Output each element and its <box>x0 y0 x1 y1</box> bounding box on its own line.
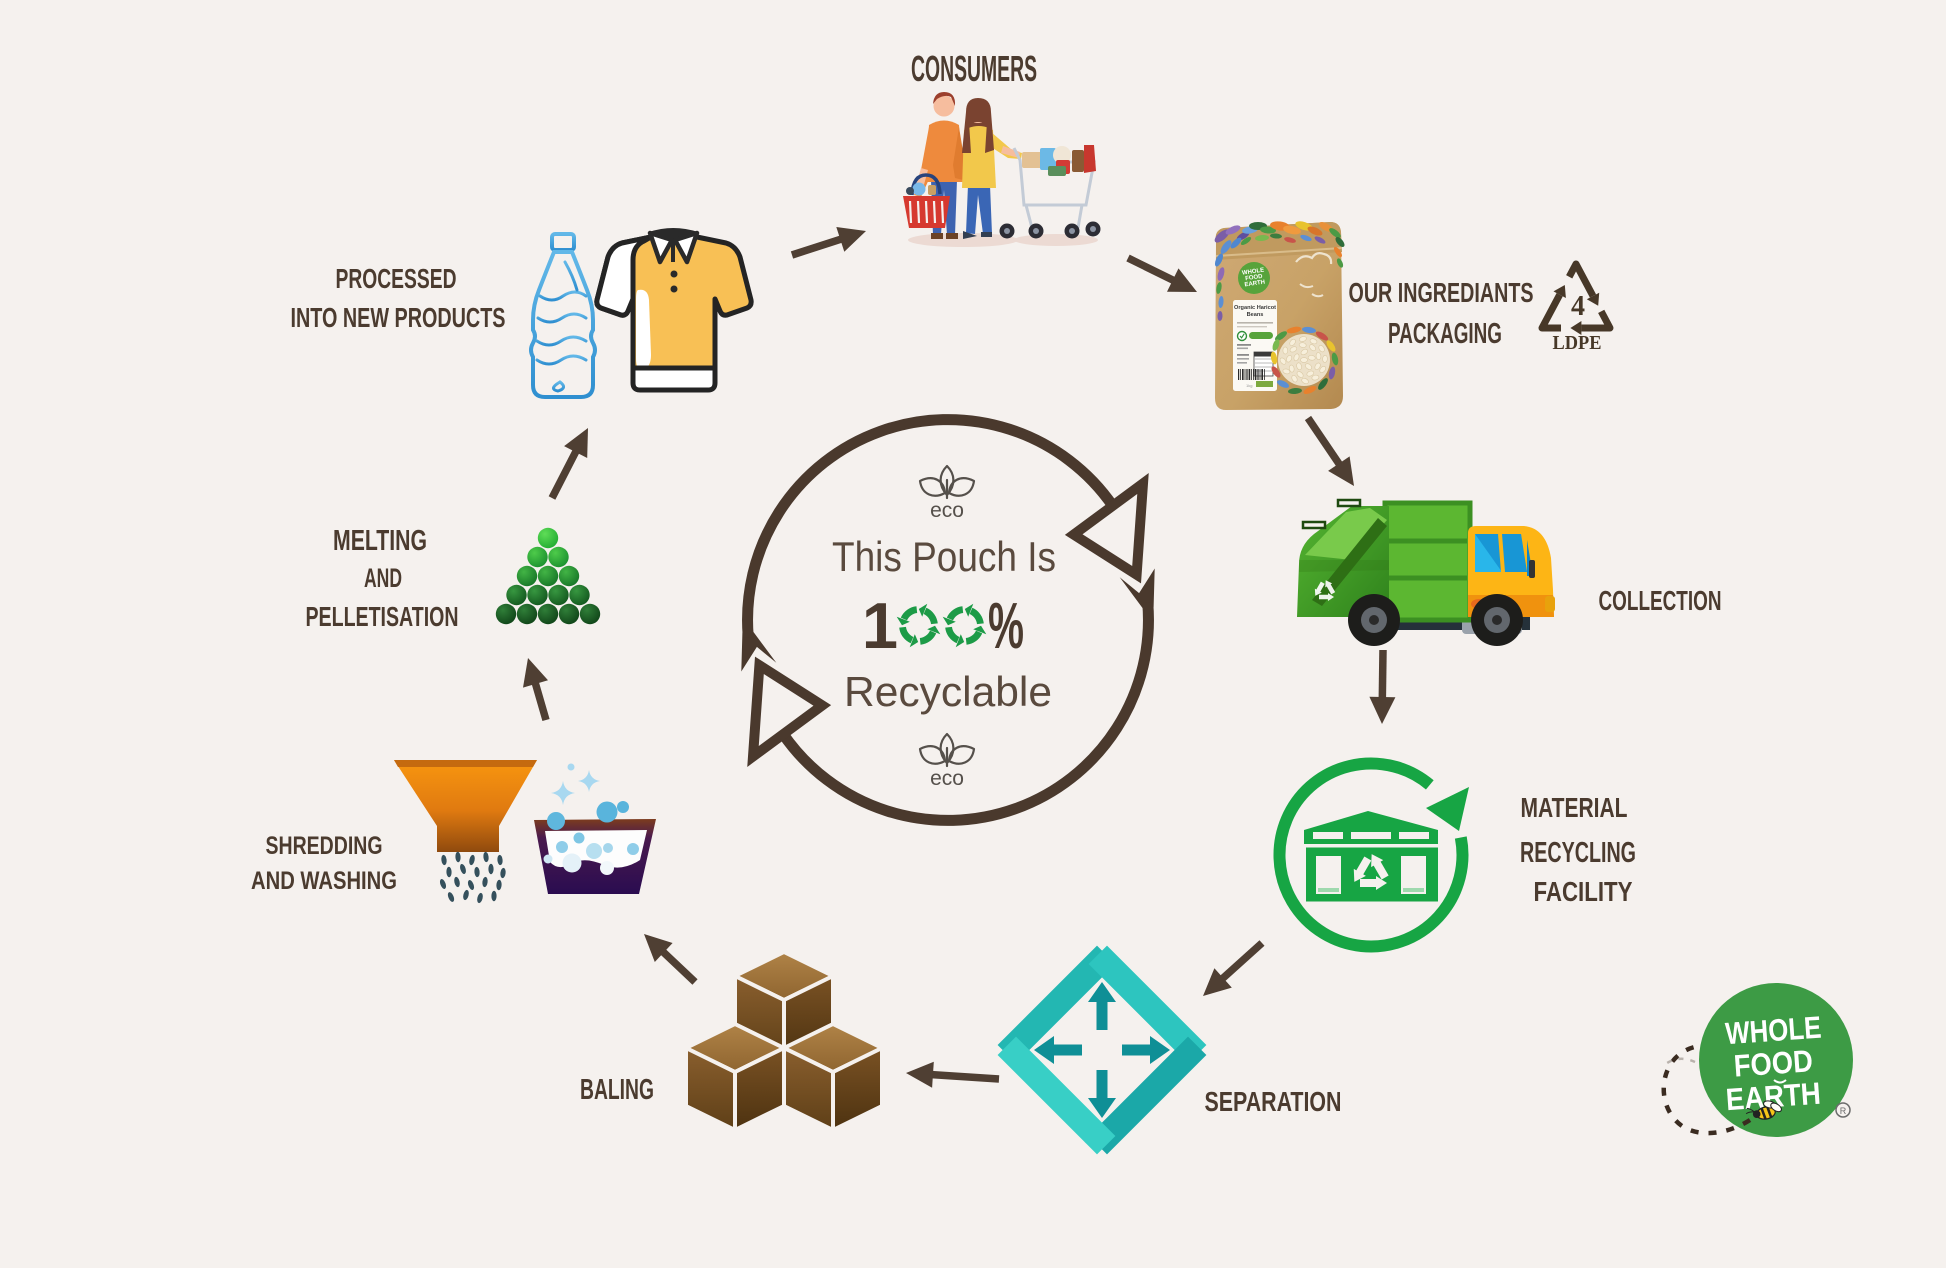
svg-text:1kg: 1kg <box>1246 383 1252 388</box>
svg-text:PROCESSED: PROCESSED <box>336 263 457 294</box>
svg-text:OUR INGREDIANTS: OUR INGREDIANTS <box>1349 277 1534 308</box>
svg-text:Organic Haricot: Organic Haricot <box>1234 305 1276 311</box>
svg-text:Beans: Beans <box>1247 312 1264 318</box>
svg-text:LDPE: LDPE <box>1553 332 1602 354</box>
svg-text:CONSUMERS: CONSUMERS <box>911 48 1037 89</box>
svg-text:R: R <box>1840 1106 1847 1116</box>
svg-text:EARTH: EARTH <box>1244 280 1265 289</box>
svg-text:AND WASHING: AND WASHING <box>251 867 397 895</box>
svg-text:PACKAGING: PACKAGING <box>1388 318 1502 350</box>
svg-text:BALING: BALING <box>580 1074 654 1106</box>
svg-text:COLLECTION: COLLECTION <box>1599 585 1722 616</box>
svg-text:RECYCLING: RECYCLING <box>1520 837 1636 869</box>
svg-text:Recyclable: Recyclable <box>844 668 1052 715</box>
svg-text:FACILITY: FACILITY <box>1534 876 1633 907</box>
svg-text:4: 4 <box>1571 291 1585 322</box>
svg-text:eco: eco <box>930 767 964 790</box>
svg-text:FOOD: FOOD <box>1733 1043 1814 1083</box>
svg-text:SHREDDING: SHREDDING <box>266 832 383 860</box>
svg-text:MATERIAL: MATERIAL <box>1521 792 1628 823</box>
svg-text:FOOD: FOOD <box>1245 274 1264 282</box>
svg-text:INTO NEW PRODUCTS: INTO NEW PRODUCTS <box>291 302 506 333</box>
svg-text:PELLETISATION: PELLETISATION <box>306 601 459 632</box>
svg-text:This Pouch Is: This Pouch Is <box>832 533 1056 580</box>
svg-text:WHOLE: WHOLE <box>1242 268 1265 277</box>
svg-text:WHOLE: WHOLE <box>1724 1010 1822 1052</box>
svg-text:%: % <box>988 589 1024 662</box>
svg-text:MELTING: MELTING <box>333 525 427 557</box>
svg-text:SEPARATION: SEPARATION <box>1205 1086 1342 1117</box>
svg-text:eco: eco <box>930 499 964 522</box>
svg-text:1: 1 <box>862 589 898 662</box>
svg-text:AND: AND <box>364 563 402 593</box>
